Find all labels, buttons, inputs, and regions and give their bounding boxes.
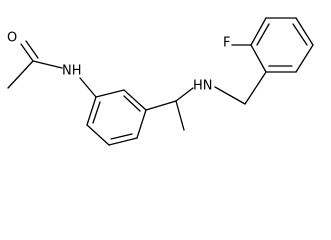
ring1-bond-4 (108, 137, 138, 146)
ring1-inner-bond-1 (123, 95, 141, 112)
bond-methine-nitrogen (175, 87, 194, 102)
ring2-bond-2 (250, 17, 267, 46)
bond-ring-methine (145, 100, 177, 111)
bond-carbonyl-double-b (25, 40, 39, 59)
ring2-bond-1 (250, 44, 267, 73)
ring1-bond-3 (136, 109, 147, 139)
ring1-bond-2 (123, 89, 147, 111)
oxygen-label: O (7, 31, 17, 46)
ring1-bond-5 (86, 124, 110, 146)
chemical-structure-diagram: O NH HN F (7, 17, 314, 146)
bond-carbonyl-nitrogen (32, 60, 63, 69)
ring1-bond-1 (95, 89, 125, 98)
bond-methine-methyl (175, 100, 185, 131)
ring2-inner-bond-2 (292, 23, 308, 46)
bond-methyl-carbonyl (7, 60, 34, 89)
bond-carbonyl-double-a (20, 43, 34, 62)
fluorine-label: F (223, 36, 230, 51)
ring2-bond-4 (295, 17, 314, 46)
ring1-inner-bond-2 (110, 133, 133, 140)
ring1-inner-bond-3 (92, 101, 101, 124)
amine-nitrogen-label: HN (193, 79, 213, 94)
ring1-bond-6 (86, 96, 97, 126)
ring2-inner-bond-1 (256, 23, 270, 46)
amide-nitrogen-label: NH (62, 64, 82, 79)
ring2-bond-5 (295, 44, 314, 73)
bond-methylene-ring (244, 71, 267, 105)
bond-nitrogen-methylene (214, 86, 246, 105)
bond-nitrogen-ring (79, 77, 97, 98)
